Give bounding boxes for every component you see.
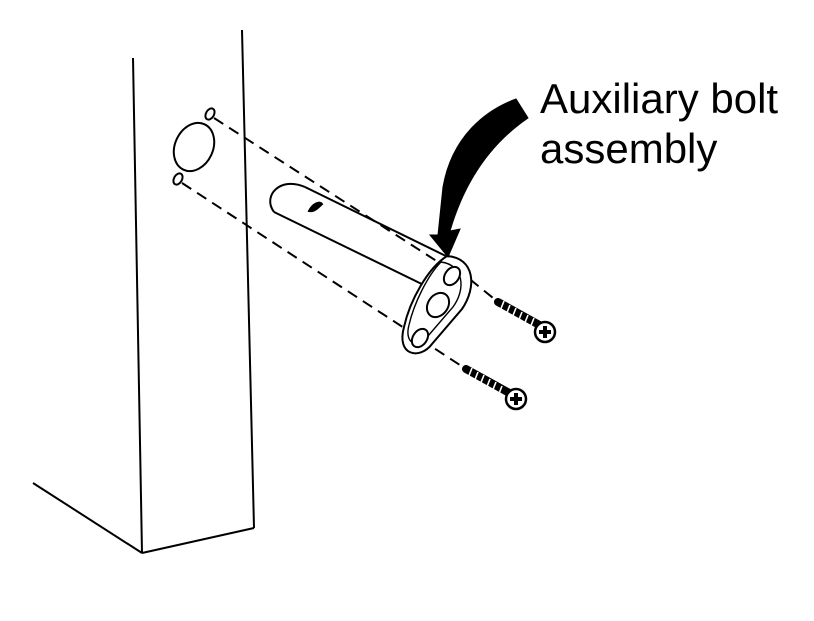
bolt-cylinder <box>269 182 453 290</box>
bolt-bore-hole <box>172 121 216 173</box>
callout-label-line-2: assembly <box>540 125 718 172</box>
bolt-slot <box>307 201 324 213</box>
faceplate-screw-hole-top <box>442 265 462 287</box>
faceplate-screw-hole-bottom <box>410 327 430 349</box>
door-holes <box>172 107 216 186</box>
bolt-faceplate <box>401 254 473 355</box>
screw-top <box>494 298 557 344</box>
faceplate-center-hole <box>425 291 451 319</box>
door-edge <box>32 29 255 554</box>
callout-label-line-1: Auxiliary bolt <box>540 75 779 122</box>
screw-hole-bottom <box>172 172 184 186</box>
callout-label: Auxiliary bolt assembly <box>540 74 778 174</box>
callout-arrow <box>428 98 529 258</box>
screw-bottom <box>462 365 528 411</box>
screw-hole-top <box>204 107 216 121</box>
